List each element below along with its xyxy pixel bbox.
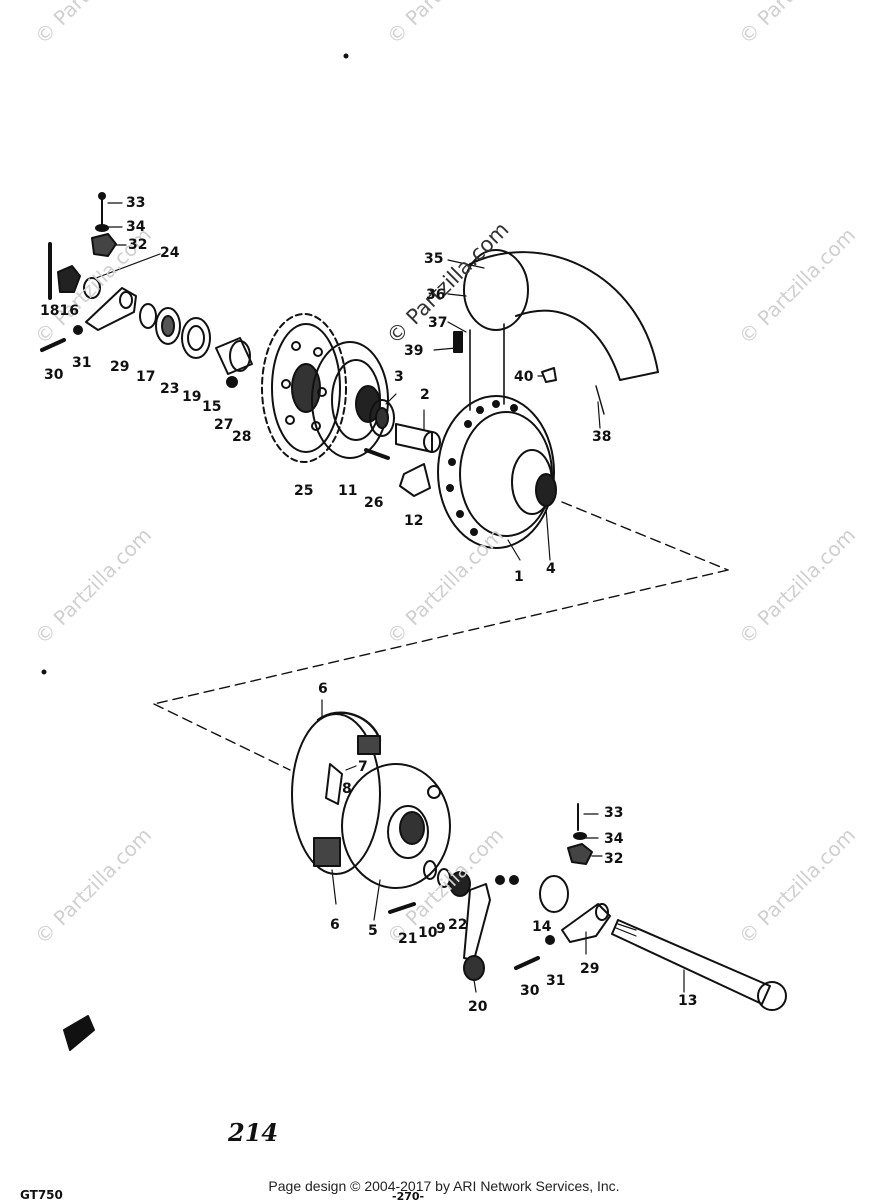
callout-6: 6 xyxy=(330,917,340,933)
callout-12: 12 xyxy=(404,513,424,529)
axle-bolt-left xyxy=(48,242,161,300)
callout-36: 36 xyxy=(426,287,446,303)
hub-bearings xyxy=(139,303,253,388)
callout-38: 38 xyxy=(592,429,612,445)
dashed-assembly-lines xyxy=(153,501,729,771)
callout-34: 34 xyxy=(604,831,624,847)
callout-31: 31 xyxy=(546,973,566,989)
sprocket-drum xyxy=(311,341,389,459)
callout-40: 40 xyxy=(514,369,534,385)
callout-5: 5 xyxy=(368,923,378,939)
callout-28: 28 xyxy=(232,429,252,445)
callout-14: 14 xyxy=(532,919,552,935)
callout-32: 32 xyxy=(604,851,624,867)
callout-17: 17 xyxy=(136,369,156,385)
copyright-footer: Page design © 2004-2017 by ARI Network S… xyxy=(268,1178,620,1194)
callout-37: 37 xyxy=(428,315,448,331)
callout-29: 29 xyxy=(580,961,600,977)
callout-30: 30 xyxy=(44,367,64,383)
brake-panel xyxy=(291,711,451,889)
callout-11: 11 xyxy=(338,483,358,499)
callout-3: 3 xyxy=(394,369,404,385)
callout-9: 9 xyxy=(436,921,446,937)
brake-arm xyxy=(463,883,491,981)
callout-26: 26 xyxy=(364,495,384,511)
chain-adjuster-left xyxy=(85,287,137,331)
callout-1: 1 xyxy=(514,569,524,585)
callout-33: 33 xyxy=(126,195,146,211)
rear-axle xyxy=(611,919,787,1011)
callout-22: 22 xyxy=(448,917,468,933)
callout-20: 20 xyxy=(468,999,488,1015)
callout-34: 34 xyxy=(126,219,146,235)
callout-31: 31 xyxy=(72,355,92,371)
model-code: GT750 xyxy=(20,1188,63,1202)
callout-8: 8 xyxy=(342,781,352,797)
rear-sprocket xyxy=(261,313,347,463)
callout-7: 7 xyxy=(358,759,368,775)
callout-24: 24 xyxy=(160,245,180,261)
callout-33: 33 xyxy=(604,805,624,821)
callout-6: 6 xyxy=(318,681,328,697)
callout-30: 30 xyxy=(520,983,540,999)
tire-and-tube xyxy=(453,249,659,415)
callout-39: 39 xyxy=(404,343,424,359)
leader-lines-upper xyxy=(385,259,601,561)
callout-4: 4 xyxy=(546,561,556,577)
callout-13: 13 xyxy=(678,993,698,1009)
adjuster-bolt-top xyxy=(91,192,127,257)
callout-23: 23 xyxy=(160,381,180,397)
callout-25: 25 xyxy=(294,483,314,499)
arrow-icon xyxy=(63,1015,95,1051)
callout-32: 32 xyxy=(128,237,148,253)
page-number: 214 xyxy=(228,1118,279,1147)
leader-lines-lower xyxy=(321,699,685,993)
callout-2: 2 xyxy=(420,387,430,403)
adjuster-bolt-right xyxy=(567,803,603,865)
callout-29: 29 xyxy=(110,359,130,375)
callout-10: 10 xyxy=(418,925,438,941)
callout-19: 19 xyxy=(182,389,202,405)
rear-wheel-hub xyxy=(437,395,557,549)
callout-35: 35 xyxy=(424,251,444,267)
callout-27: 27 xyxy=(214,417,234,433)
callout-15: 15 xyxy=(202,399,222,415)
callout-1816: 1816 xyxy=(40,303,79,319)
callout-21: 21 xyxy=(398,931,418,947)
